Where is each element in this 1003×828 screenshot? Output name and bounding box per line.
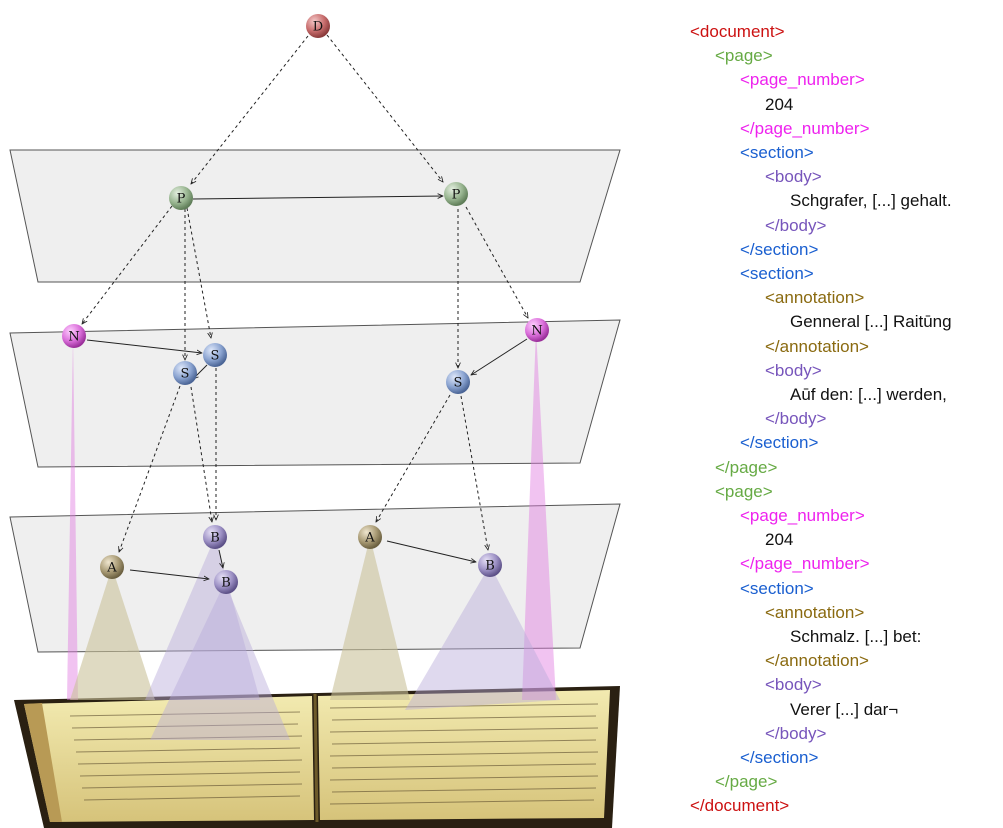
page-layer-plane	[9, 149, 621, 283]
xml-body-tag: <body>	[765, 360, 822, 380]
xml-text-content: 204	[765, 94, 794, 114]
xml-section-tag: <section>	[740, 143, 814, 162]
xml-page-number-tag: </page_number>	[740, 554, 870, 574]
node-section-2: S	[173, 361, 197, 385]
xml-body-tag: </body>	[765, 723, 827, 743]
xml-page-number-tag: <page_number>	[740, 506, 865, 525]
svg-text:P: P	[452, 188, 461, 203]
section-layer-plane	[9, 319, 621, 468]
projection-beams	[67, 330, 560, 740]
svg-text:S: S	[211, 349, 220, 364]
xml-text-content: Verer [...] dar¬	[790, 699, 899, 719]
xml-text-content: Genneral [...] Raitūng	[790, 312, 952, 332]
document-hierarchy-diagram: D P P N N S S S A A B B	[9, 14, 621, 828]
xml-page-tag: <page>	[715, 481, 773, 501]
node-body-3: B	[478, 553, 502, 577]
svg-text:N: N	[68, 330, 79, 345]
node-document: D	[306, 14, 330, 38]
xml-page-number-tag: </page_number>	[740, 118, 870, 138]
xml-body-tag: </body>	[765, 409, 827, 429]
xml-page-tag: </page>	[715, 457, 778, 477]
xml-page-tag: <page>	[715, 46, 773, 66]
text-region-layer-plane	[9, 503, 621, 653]
xml-section-tag: </section>	[740, 433, 819, 453]
svg-text:B: B	[210, 531, 220, 546]
xml-text-content: 204	[765, 530, 794, 550]
xml-document-tag: </document>	[690, 796, 790, 816]
xml-body-tag: </body>	[765, 215, 827, 235]
svg-text:B: B	[485, 559, 495, 574]
node-page-2: P	[444, 182, 468, 206]
svg-text:A: A	[364, 531, 375, 546]
xml-section-tag: <section>	[740, 264, 814, 283]
xml-annotation-tag: <annotation>	[765, 288, 865, 308]
xml-section-tag: <section>	[740, 578, 814, 598]
node-annotation-2: A	[358, 525, 382, 549]
xml-text-content: Schgrafer, [...] gehalt.	[790, 191, 952, 211]
node-section-1: S	[203, 343, 227, 367]
svg-text:N: N	[531, 324, 542, 339]
svg-text:A: A	[106, 561, 117, 576]
xml-annotation-tag: </annotation>	[765, 336, 869, 356]
xml-section-tag: </section>	[740, 748, 819, 767]
xml-body-tag: <body>	[765, 167, 822, 187]
xml-annotation-tag: <annotation>	[765, 602, 865, 622]
svg-text:D: D	[313, 20, 323, 35]
xml-text-content: Schmalz. [...] bet:	[790, 627, 922, 646]
hierarchy-edges	[82, 34, 528, 579]
xml-annotation-tag: </annotation>	[765, 651, 869, 671]
node-body-1: B	[203, 525, 227, 549]
svg-text:P: P	[177, 192, 186, 207]
node-body-2: B	[214, 570, 238, 594]
xml-document-tag: <document>	[690, 22, 785, 41]
node-page-1: P	[169, 186, 193, 210]
svg-text:B: B	[221, 576, 231, 591]
xml-page-tag: </page>	[715, 772, 778, 792]
xml-page-number-tag: <page_number>	[740, 70, 865, 90]
node-page-number-1: N	[62, 324, 86, 348]
node-annotation-1: A	[100, 555, 124, 579]
xml-section-tag: </section>	[740, 239, 819, 259]
node-page-number-2: N	[525, 318, 549, 342]
svg-text:S: S	[181, 367, 190, 382]
xml-structure-listing: <document> <page> <page_number> 204 </page_n…	[690, 22, 1003, 822]
node-section-3: S	[446, 370, 470, 394]
svg-text:S: S	[454, 376, 463, 391]
xml-body-tag: <body>	[765, 675, 822, 695]
xml-text-content: Aūf den: [...] werden,	[790, 385, 947, 404]
manuscript-image	[14, 686, 620, 828]
